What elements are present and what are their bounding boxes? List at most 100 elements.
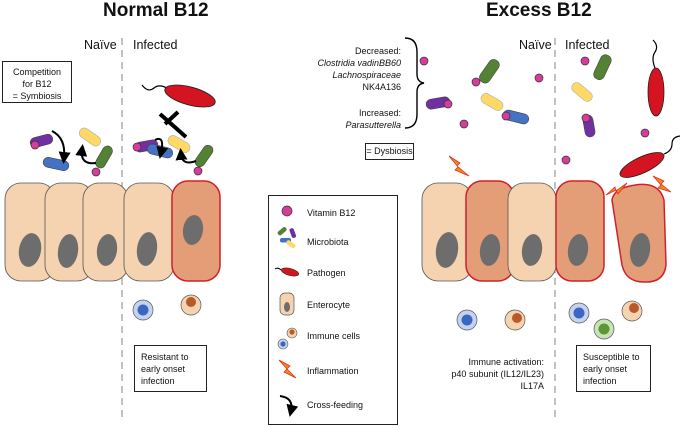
legend-enterocyte-label: Enterocyte [307,300,351,310]
nucleus [479,234,501,266]
increased-label: Increased: [358,108,401,118]
left-naive-label: Naïve [84,38,117,52]
immune-cell-nucleus [137,304,149,316]
b12-dot [471,77,481,87]
susceptible-line-3: infection [583,376,617,386]
inflammation-bolt [605,182,628,196]
cross-feeding-arrow [175,148,197,164]
normal-b12-title: Normal B12 [103,0,209,21]
inflamed-enterocyte [611,183,667,283]
b12-dot [459,119,469,129]
enterocyte [123,182,175,282]
green-bacterium [95,145,113,169]
microbiota-icon [277,227,297,249]
blue-bacterium [42,157,70,171]
right-infected-label: Infected [565,38,610,52]
left-enterocytes [4,180,221,282]
right-enterocytes [421,180,667,283]
pathogen-icon [274,267,299,277]
legend-icons [274,205,299,417]
left-infected-label: Infected [133,38,178,52]
pathogen [619,152,665,178]
enterocyte [507,182,557,282]
grouping-brace [404,37,425,129]
b12-dot [534,73,544,83]
yellow-bacterium [571,82,593,102]
resistant-line-2: early onset [141,364,186,374]
competition-line-1: Competition [12,67,62,77]
pathogen [164,84,216,108]
inflamed-enterocyte [555,180,605,282]
resistant-box: Resistant to early onset infection [134,345,207,392]
blue-bacterium [146,143,174,159]
left-immune-cells [132,294,202,321]
pathogen [647,67,665,117]
flagellum [652,39,658,69]
b12-dot [581,113,591,123]
dysbiosis-box: = Dysbiosis [365,143,414,160]
legend-cross-feeding-label: Cross-feeding [307,400,364,410]
right-naive-label: Naïve [519,38,552,52]
immune-cell-nucleus [598,323,610,335]
decreased-taxon-2: Lachnospiraceae NK4A136 [300,69,401,93]
competition-box: Competition for B12 = Symbiosis [2,61,72,103]
decreased-taxon-2-plain: NK4A136 [362,82,401,92]
b12-dot [640,128,650,138]
decreased-taxon-1: Clostridia vadinBB60 [317,58,401,68]
dysbiosis-label: = Dysbiosis [366,146,413,156]
right-naive-microbiota [419,56,544,177]
right-immune-cells [456,300,643,340]
resistant-line-3: infection [141,376,175,386]
yellow-bacterium [480,93,504,111]
immune-activation-line-2: p40 subunit (IL12/IL23) [451,369,544,379]
immune-cell-nucleus [461,314,473,326]
immune-cell-nucleus [512,313,522,323]
nucleus [629,233,651,267]
legend-vitamin-b12-label: Vitamin B12 [307,208,356,218]
legend-inflammation-label: Inflammation [307,366,359,376]
excess-b12-title: Excess B12 [486,0,592,21]
immune-activation-line-3: IL17A [520,381,544,391]
green-bacterium [479,59,500,84]
inflamed-enterocyte [465,180,515,282]
competition-line-3: = Symbiosis [12,91,62,101]
enterocyte-icon [279,292,295,316]
left-infected-microbiota [132,84,216,176]
flagellum [141,84,171,91]
left-naive-microbiota [29,127,113,177]
b12-dot [91,167,101,177]
green-bacterium [593,54,612,80]
nucleus [521,234,543,266]
immune-cell-nucleus [629,303,639,313]
resistant-line-1: Resistant to [141,352,189,362]
b12-dot [193,166,203,176]
nucleus [182,215,204,245]
competition-line-2: for B12 [22,79,52,89]
inflammation-bolt [448,155,470,177]
green-bacterium [194,144,214,168]
legend-microbiota-label: Microbiota [307,237,349,247]
decreased-taxon-2-italic: Lachnospiraceae [332,70,401,80]
nucleus [57,234,79,268]
cross-feeding-arrow [51,130,71,164]
immune-cells-icon [277,327,298,350]
microbiota-changes: Decreased: Clostridia vadinBB60 Lachnosp… [300,45,401,131]
right-infected-microbiota [561,39,681,196]
yellow-bacterium [78,127,102,147]
b12-dot [419,56,429,66]
b12-dot [443,99,453,109]
nucleus [96,234,118,266]
cross-feeding-arrow [154,137,169,159]
b12-dot [30,140,40,150]
immune-activation-line-1: Immune activation: [468,357,544,367]
susceptible-line-1: Susceptible to [583,352,640,362]
immune-activation-text: Immune activation: p40 subunit (IL12/IL2… [430,356,544,392]
b12-dot [132,142,142,152]
b12-dot [580,56,590,66]
enterocyte [82,182,129,282]
legend-immune-cells-label: Immune cells [307,331,361,341]
inflammation-bolt [652,175,672,193]
nucleus [435,232,459,268]
immune-cell-nucleus [573,307,585,319]
